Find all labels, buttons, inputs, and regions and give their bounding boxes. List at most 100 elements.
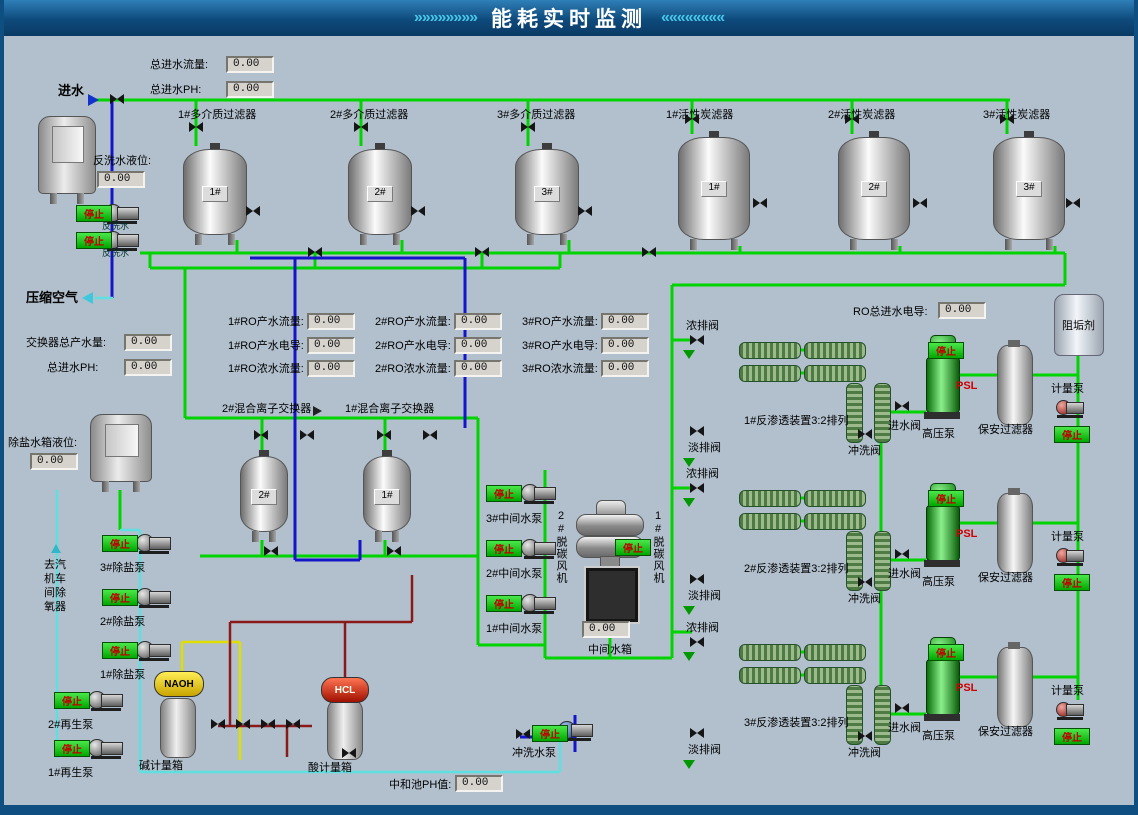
tank-tag: 3# (1016, 180, 1042, 197)
metering-pump[interactable] (1056, 700, 1084, 720)
pump-body (1066, 550, 1084, 562)
demin-pump[interactable] (136, 639, 172, 661)
manifold-valve[interactable] (642, 246, 656, 258)
mid-water-pump[interactable] (521, 592, 557, 614)
exchanger-total-label: 交换器总产水量: (26, 337, 107, 349)
ro-inlet-valve[interactable] (895, 400, 909, 412)
perm-drain-valve-label: 淡排阀 (688, 590, 721, 602)
stop-button[interactable]: 停止 (102, 589, 138, 606)
security-filter[interactable] (997, 642, 1033, 727)
chem-valve[interactable] (286, 718, 300, 730)
chem-valve[interactable] (211, 718, 225, 730)
tank-leg (252, 531, 259, 542)
total-inflow-label: 总进水流量: (150, 59, 209, 71)
perm-drain-valve[interactable] (690, 727, 704, 739)
neutral-ph-label: 中和池PH值: (389, 779, 452, 791)
tank-outlet-valve[interactable] (1066, 197, 1080, 209)
ro-flush-valve[interactable] (858, 730, 872, 742)
tank-leg (560, 234, 567, 245)
stop-button[interactable]: 停止 (102, 535, 138, 552)
ro-inlet-valve[interactable] (895, 702, 909, 714)
ro-reading-value: 0.00 (601, 313, 649, 330)
stop-button[interactable]: 停止 (1054, 728, 1090, 745)
ro-inlet-valve[interactable] (895, 548, 909, 560)
stop-button[interactable]: 停止 (486, 595, 522, 612)
filter-inlet-valve[interactable] (1000, 113, 1014, 125)
inlet-label: 进水 (58, 83, 85, 98)
mid-pump-label: 3#中间水泵 (486, 513, 543, 525)
stop-button[interactable]: 停止 (532, 725, 568, 742)
tank-outlet-valve[interactable] (913, 197, 927, 209)
tank-outlet-valve[interactable] (578, 205, 592, 217)
flush-pump-label: 冲洗水泵 (512, 747, 556, 759)
filter-inlet-valve[interactable] (685, 113, 699, 125)
exchanger-valve[interactable] (387, 545, 401, 557)
perm-drain-valve[interactable] (690, 425, 704, 437)
metering-pump[interactable] (1056, 398, 1084, 418)
stop-button[interactable]: 停止 (76, 232, 112, 249)
exchanger-valve[interactable] (264, 545, 278, 557)
tank-outlet-valve[interactable] (246, 205, 260, 217)
perm-drain-valve[interactable] (690, 573, 704, 585)
tank-nozzle (709, 131, 719, 139)
stop-button[interactable]: 停止 (1054, 426, 1090, 443)
exchanger-valve[interactable] (423, 429, 437, 441)
ro-membrane-vessel (804, 342, 866, 359)
manifold-valve[interactable] (308, 246, 322, 258)
demin-pump[interactable] (136, 586, 172, 608)
exchanger-valve[interactable] (254, 429, 268, 441)
tank-nozzle (869, 131, 879, 139)
degasser-fan-disc[interactable] (576, 514, 644, 536)
regen-pump[interactable] (88, 737, 124, 759)
tank-tag: 2# (861, 180, 887, 197)
tank-leg (850, 239, 857, 250)
exchanger-valve[interactable] (377, 429, 391, 441)
ro-reading-label: 2#RO浓水流量: (375, 363, 451, 375)
filter-title: 2#多介质过滤器 (330, 109, 409, 121)
stop-button[interactable]: 停止 (76, 205, 112, 222)
hp-pump-label: 高压泵 (922, 576, 955, 588)
stop-button[interactable]: 停止 (486, 485, 522, 502)
flush-pump-valve[interactable] (516, 728, 530, 740)
filter-inlet-valve[interactable] (189, 121, 203, 133)
stop-button[interactable]: 停止 (54, 692, 90, 709)
ro-inlet-valve-label: 进水阀 (888, 568, 921, 580)
stop-button[interactable]: 停止 (102, 642, 138, 659)
exchanger-valve[interactable] (300, 429, 314, 441)
stop-button[interactable]: 停止 (1054, 574, 1090, 591)
inlet-valve[interactable] (110, 93, 124, 105)
stop-button[interactable]: 停止 (54, 740, 90, 757)
demin-pump[interactable] (136, 532, 172, 554)
stop-button[interactable]: 停止 (615, 539, 651, 556)
filter-inlet-valve[interactable] (354, 121, 368, 133)
filter-inlet-valve[interactable] (521, 121, 535, 133)
chem-valve[interactable] (236, 718, 250, 730)
perm-drain-valve-label: 淡排阀 (688, 744, 721, 756)
security-filter-label: 保安过滤器 (978, 726, 1033, 738)
ro-flush-valve[interactable] (858, 576, 872, 588)
stop-button[interactable]: 停止 (486, 540, 522, 557)
security-filter[interactable] (997, 488, 1033, 573)
manifold-valve[interactable] (475, 246, 489, 258)
metering-pump[interactable] (1056, 546, 1084, 566)
chem-valve[interactable] (261, 718, 275, 730)
conc-drain-valve[interactable] (690, 482, 704, 494)
ro-flush-valve[interactable] (858, 428, 872, 440)
security-filter[interactable] (997, 340, 1033, 425)
filter-inlet-valve[interactable] (845, 113, 859, 125)
acid-valve[interactable] (342, 747, 356, 759)
tank-outlet-valve[interactable] (753, 197, 767, 209)
conc-drain-valve[interactable] (690, 636, 704, 648)
stop-button[interactable]: 停止 (928, 490, 964, 507)
drain-down-arrow-icon (683, 760, 695, 769)
stop-button[interactable]: 停止 (928, 644, 964, 661)
drain-down-arrow-icon (683, 606, 695, 615)
stop-button[interactable]: 停止 (928, 342, 964, 359)
tank-outlet-valve[interactable] (411, 205, 425, 217)
conc-drain-valve[interactable] (690, 334, 704, 346)
mid-tank-label: 中间水箱 (588, 644, 632, 656)
mid-water-pump[interactable] (521, 482, 557, 504)
mid-water-pump[interactable] (521, 537, 557, 559)
pump-body (534, 597, 556, 610)
regen-pump[interactable] (88, 689, 124, 711)
